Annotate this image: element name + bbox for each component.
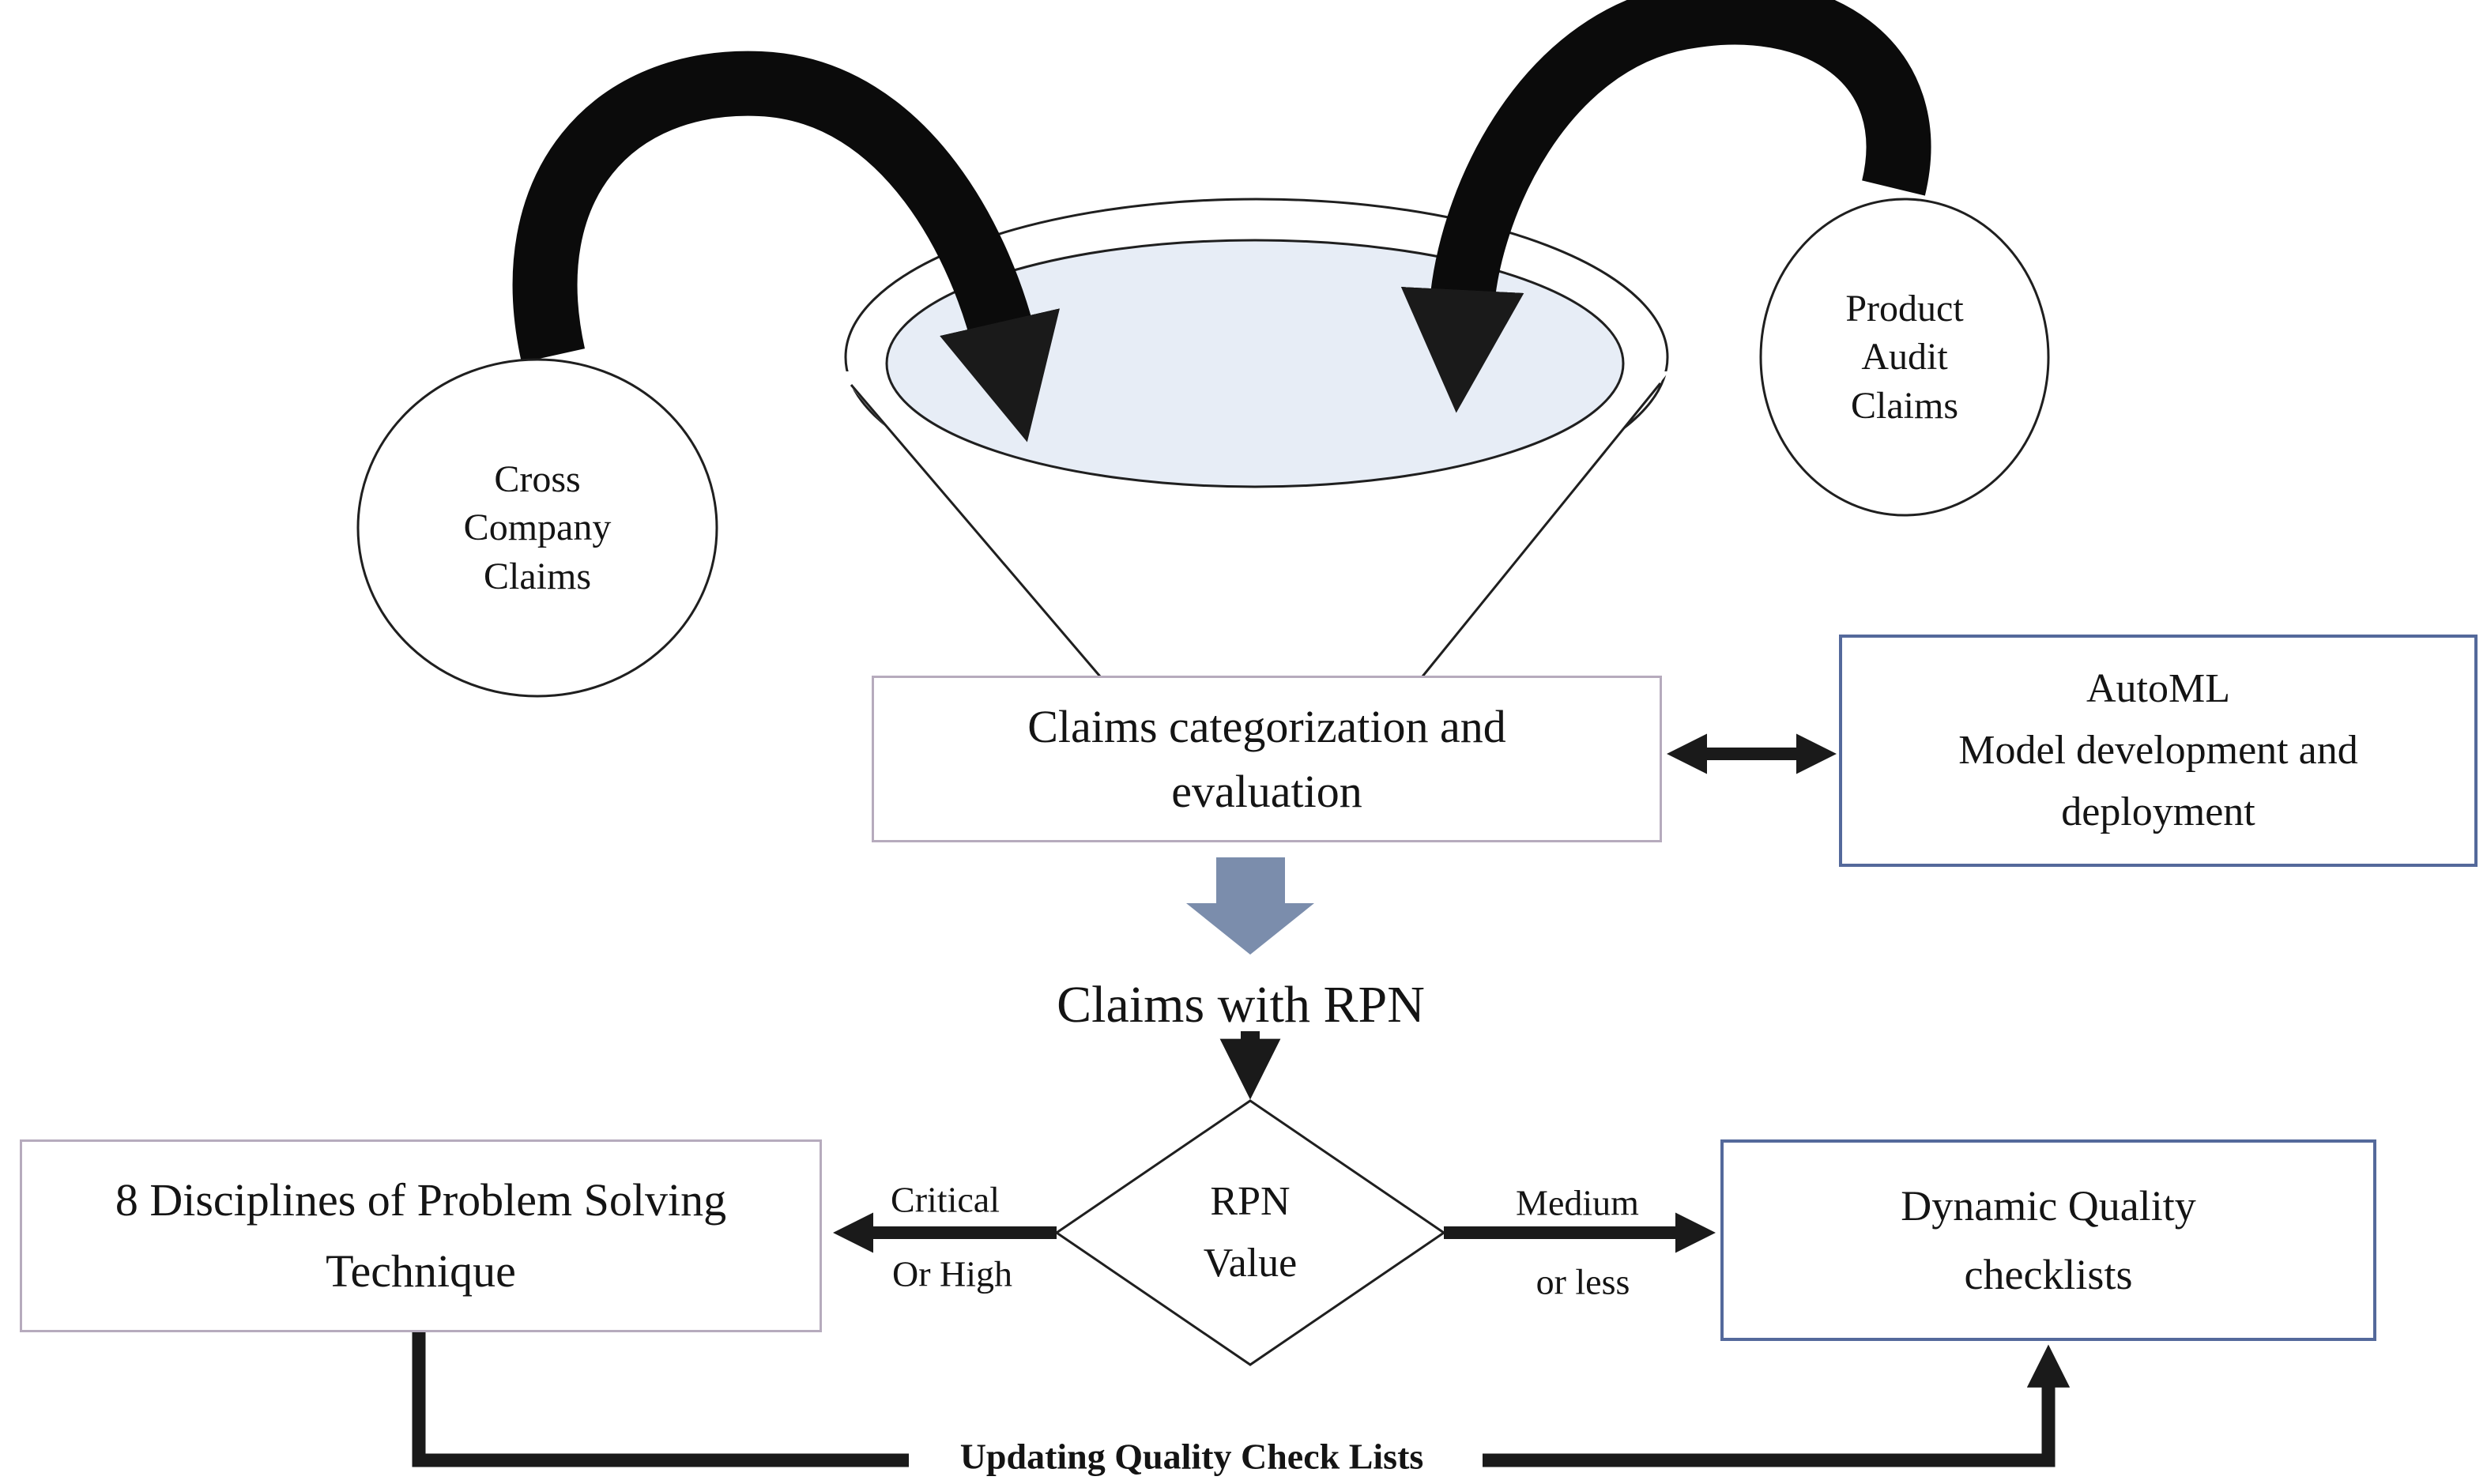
node-cross-company-claims-label: Cross Company Claims <box>464 455 612 601</box>
edge-label-or-less: or less <box>1536 1261 1630 1302</box>
rpn-value-line2: Value <box>1203 1241 1298 1286</box>
node-product-audit-claims-label: Product Audit Claims <box>1845 284 1963 430</box>
product-audit-line3: Claims <box>1850 384 1959 427</box>
cross-company-line2: Company <box>463 507 612 549</box>
cross-company-line1: Cross <box>494 458 581 500</box>
curved-arrow-right-icon <box>1400 0 1931 413</box>
cross-company-line3: Claims <box>483 555 591 597</box>
node-eight-disciplines: 8 Disciplines of Problem Solving Techniq… <box>20 1139 822 1332</box>
rpn-value-line1: RPN <box>1210 1179 1291 1224</box>
curved-arrow-left-icon <box>512 51 1060 443</box>
block-arrow-down-icon <box>1186 857 1314 955</box>
product-audit-line1: Product <box>1845 287 1964 330</box>
node-claims-categorization-line1: Claims categorization and <box>1027 701 1506 753</box>
node-automl: AutoML Model development and deployment <box>1839 635 2478 867</box>
node-automl-line2: Model development and <box>1958 728 2358 773</box>
edge-label-medium: Medium <box>1516 1182 1639 1223</box>
rpn-value-diamond <box>1054 1099 1446 1366</box>
node-dynamic-quality-checklists: Dynamic Quality checklists <box>1720 1139 2376 1341</box>
edge-label-or-high: Or High <box>891 1253 1013 1294</box>
funnel-cone-left-edge <box>850 384 1102 677</box>
node-eight-disciplines-line2: Technique <box>326 1245 516 1297</box>
edge-label-updating-quality-check-lists: Updating Quality Check Lists <box>959 1436 1424 1477</box>
product-audit-line2: Audit <box>1861 336 1948 379</box>
node-claims-categorization-line2: evaluation <box>1171 765 1362 817</box>
node-claims-categorization: Claims categorization and evaluation <box>872 676 1662 842</box>
claims-with-rpn-label: Claims with RPN <box>1057 976 1425 1034</box>
node-automl-line1: AutoML <box>2086 666 2230 711</box>
product-audit-claims-circle <box>1759 198 2050 517</box>
node-dynamic-quality-checklists-line1: Dynamic Quality <box>1901 1182 2196 1230</box>
edge-label-critical: Critical <box>891 1179 1000 1220</box>
cross-company-claims-circle <box>356 358 718 698</box>
rpn-value-label: RPN Value <box>1204 1171 1297 1294</box>
node-dynamic-quality-checklists-line2: checklists <box>1964 1250 2133 1298</box>
node-automl-line3: deployment <box>2061 789 2255 834</box>
node-eight-disciplines-line1: 8 Disciplines of Problem Solving <box>115 1174 727 1226</box>
feedback-connector-right <box>1483 1344 2071 1467</box>
feedback-connector-left <box>412 1332 909 1467</box>
funnel-cone-right-edge <box>1421 382 1662 677</box>
